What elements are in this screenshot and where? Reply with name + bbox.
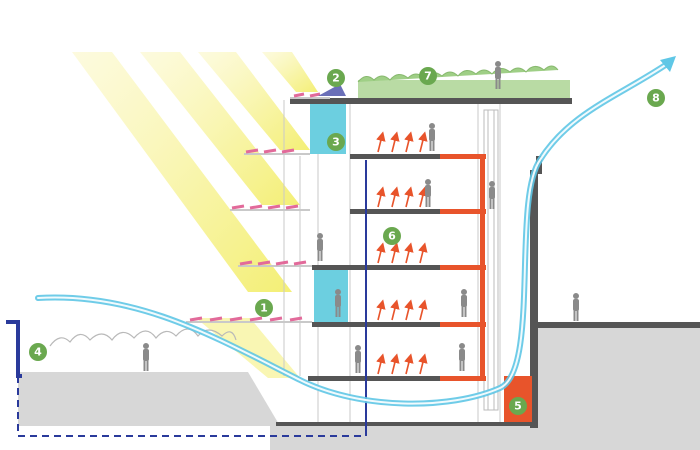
slab-level-2 (312, 322, 478, 327)
marker-5: 5 (509, 397, 527, 415)
person-silhouette-icon (429, 123, 435, 151)
slab-level-5 (350, 154, 478, 159)
marker-2: 2 (327, 69, 345, 87)
marker-1-label: 1 (260, 302, 268, 315)
slab-level-3 (312, 265, 478, 270)
marker-6-label: 6 (388, 230, 396, 243)
glazing-lower (314, 270, 348, 322)
person-silhouette-icon (355, 345, 361, 373)
basement-slab (276, 422, 536, 428)
heat-arrows-icon (376, 131, 428, 375)
louvers-icon (186, 92, 330, 323)
airflow-core (37, 61, 671, 405)
marker-7: 7 (419, 67, 437, 85)
left-retaining-wall (6, 320, 22, 378)
heat-walls (440, 154, 486, 381)
roof-slab (290, 98, 572, 104)
floor-slabs (290, 98, 572, 381)
stair-core (483, 109, 499, 411)
sun-rays-icon (72, 52, 318, 378)
slab-level-4 (350, 209, 478, 214)
marker-6: 6 (383, 227, 401, 245)
roof-garden (357, 65, 570, 98)
sun-ray-4 (262, 52, 318, 92)
terrain-right-edge (534, 322, 700, 328)
right-wall (530, 170, 538, 428)
vegetation-icon (357, 65, 559, 83)
person-silhouette-icon (495, 61, 501, 89)
person-silhouette-icon (489, 181, 495, 209)
vegetation-left-icon (49, 328, 237, 347)
slab-level-1 (308, 376, 478, 381)
person-silhouette-icon (143, 343, 149, 371)
person-silhouette-icon (335, 289, 341, 317)
person-silhouette-icon (459, 343, 465, 371)
marker-5-label: 5 (514, 400, 522, 413)
solar-panel-icon (318, 84, 346, 96)
sun-ray-3 (198, 52, 310, 150)
sun-ray-5 (196, 318, 300, 378)
person-silhouette-icon (425, 179, 431, 207)
marker-7-label: 7 (424, 70, 432, 83)
people (143, 61, 579, 373)
marker-8-label: 8 (652, 92, 660, 105)
marker-1: 1 (255, 299, 273, 317)
marker-3-label: 3 (332, 136, 340, 149)
airflow-arrowhead-icon (660, 56, 676, 72)
marker-8: 8 (647, 89, 665, 107)
terrain-left (18, 372, 280, 426)
marker-2-label: 2 (332, 72, 340, 85)
person-silhouette-icon (573, 293, 579, 321)
marker-3: 3 (327, 133, 345, 151)
terrain-right (534, 326, 700, 450)
foundation-outline (17, 160, 367, 437)
person-silhouette-icon (317, 233, 323, 261)
person-silhouette-icon (461, 289, 467, 317)
marker-4: 4 (29, 343, 47, 361)
marker-4-label: 4 (34, 346, 42, 359)
sun-ray-1 (72, 52, 292, 292)
sun-ray-2 (140, 52, 300, 205)
basement-ground (270, 426, 540, 450)
